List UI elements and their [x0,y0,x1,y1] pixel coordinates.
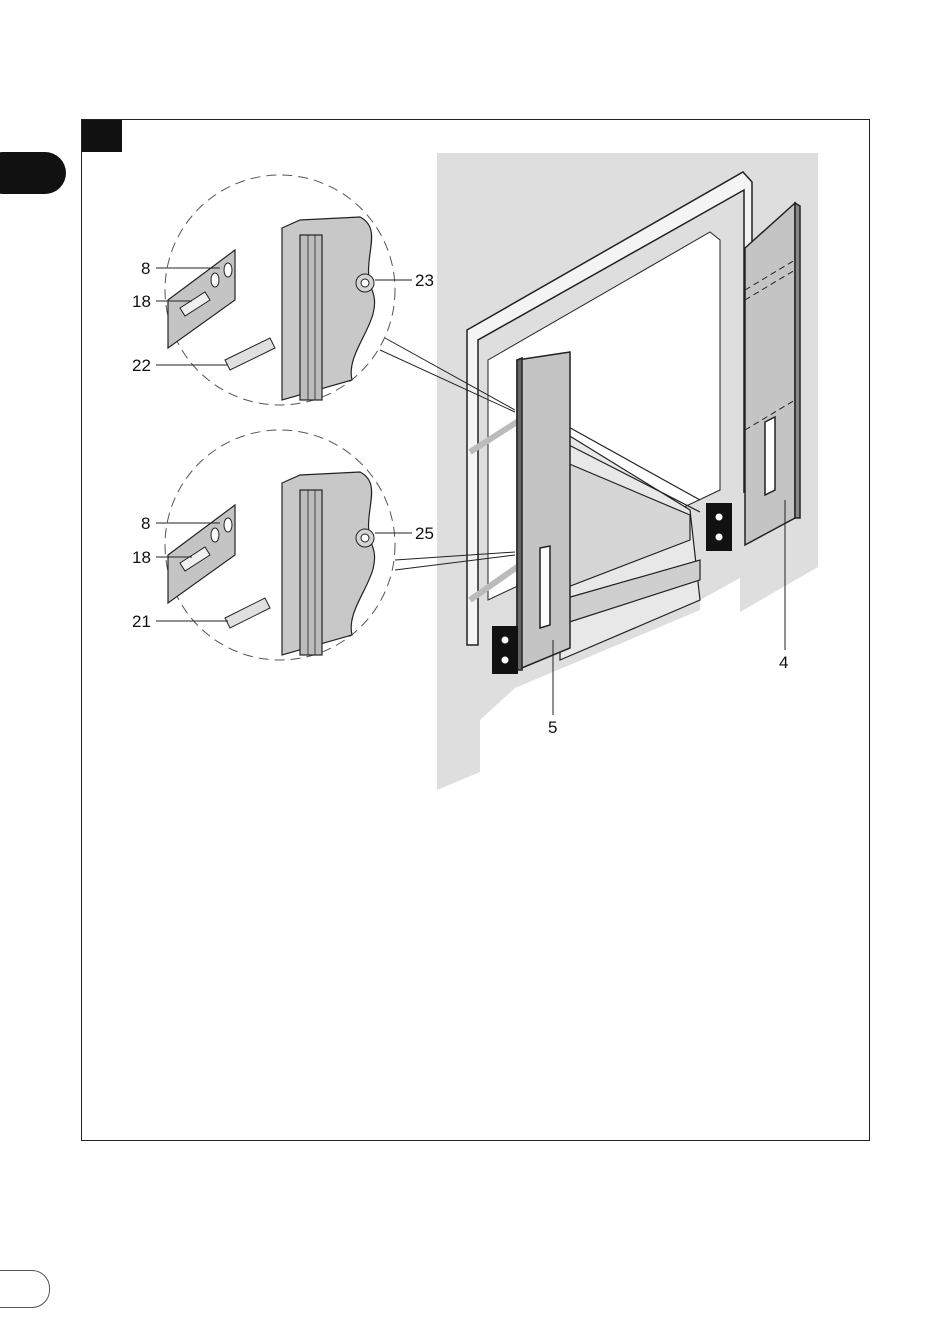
callout-lower-spacer: 18 [132,548,151,567]
callout-right-panel: 4 [779,653,788,672]
right-side-panel [745,203,800,545]
callout-upper-nut: 23 [415,271,434,290]
bumper-right [706,503,732,551]
callout-lower-plate: 8 [141,514,150,533]
bumper-left [492,626,518,674]
callout-upper-spacer: 18 [132,292,151,311]
detail-circle-lower [165,430,395,660]
callout-lower-bolt: 21 [132,612,151,631]
callout-upper-bolt: 22 [132,356,151,375]
callout-front-panel: 5 [548,718,557,737]
callout-lower-nut: 25 [415,524,434,543]
detail-circle-upper [165,175,395,405]
front-panel [517,352,570,670]
callout-upper-plate: 8 [141,259,150,278]
